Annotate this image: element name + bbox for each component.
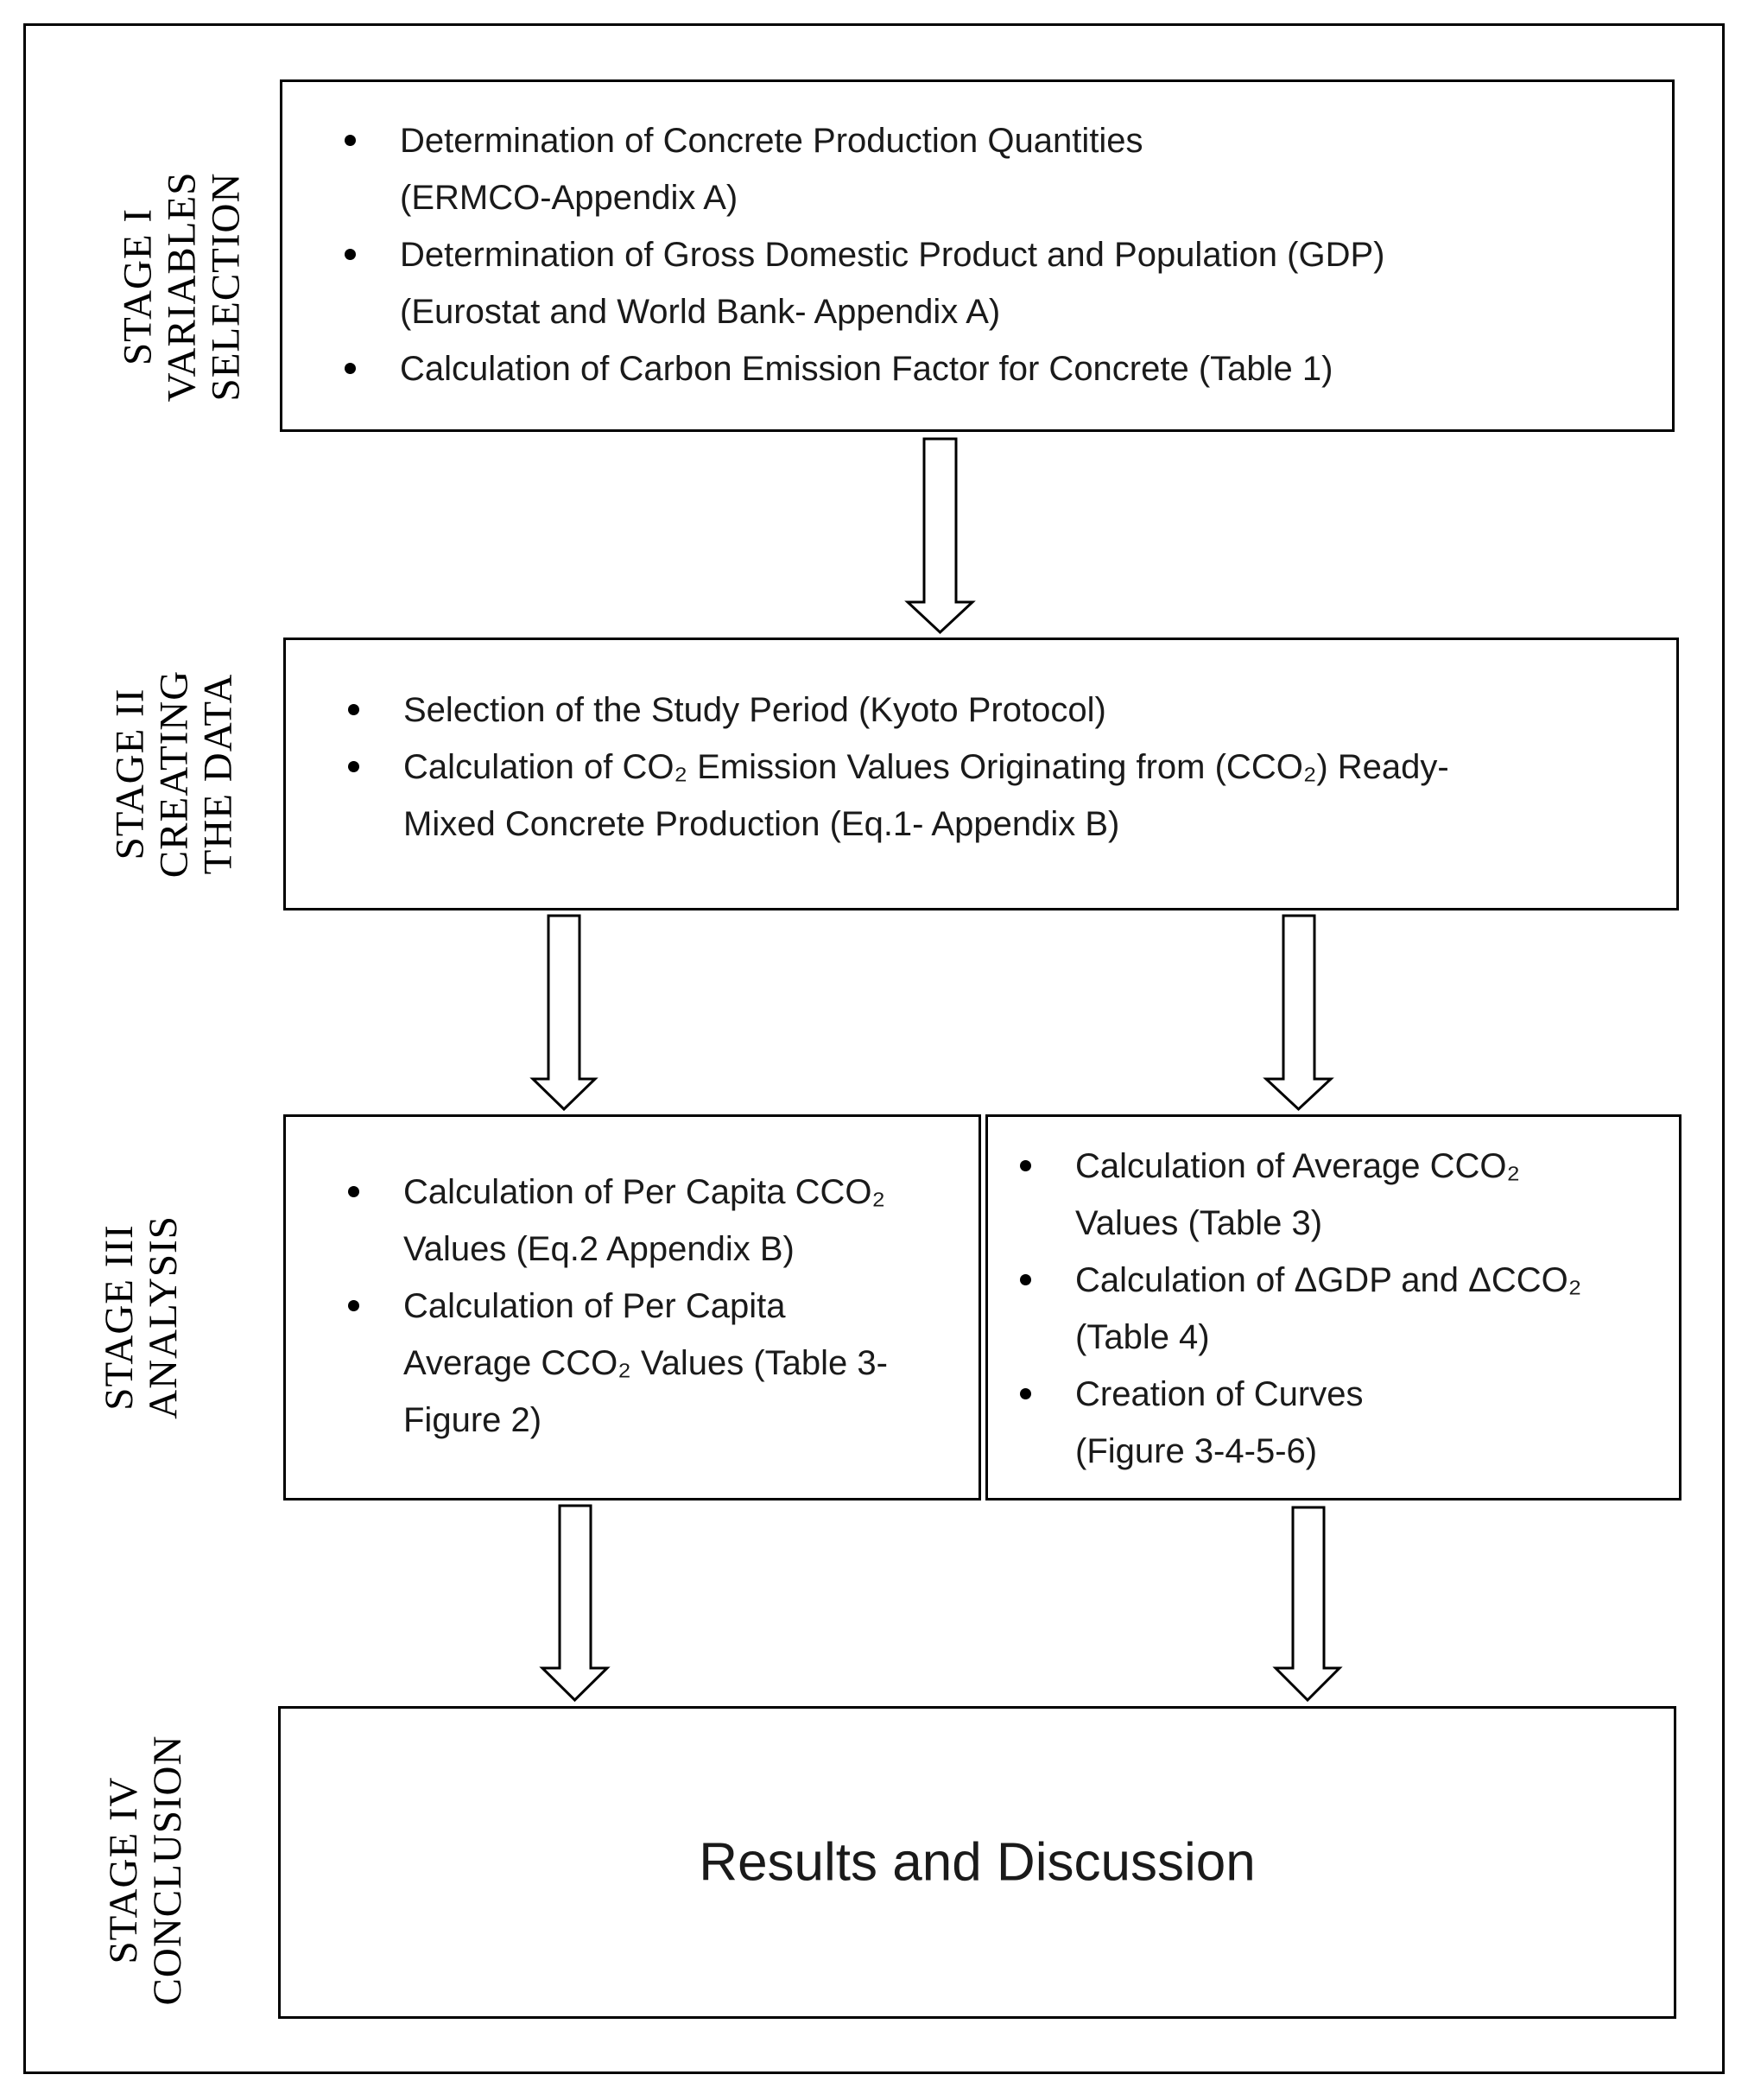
stage-2-item: Selection of the Study Period (Kyoto Pro… [346,682,1449,739]
stage-4-label-line: STAGE IV [101,1776,146,1964]
item-text: Determination of Gross Domestic Product … [400,236,1385,274]
stage-1-label-line: STAGE I [115,207,161,366]
stage-2-label-line: STAGE II [107,688,153,860]
stage-3-right-box: Calculation of Average CCO₂ Values (Tabl… [985,1114,1682,1500]
stage-3-label-line: ANALYSIS [141,1215,186,1419]
item-text: Values (Eq.2 Appendix B) [403,1230,795,1268]
stage-2-item: Calculation of CO₂ Emission Values Origi… [346,739,1449,853]
item-text: (Figure 3-4-5-6) [1075,1432,1318,1470]
item-text: Mixed Concrete Production (Eq.1- Appendi… [403,805,1120,843]
item-text: Calculation of Per Capita [403,1287,786,1325]
stage-1-label-line: SELECTION [203,172,249,402]
stage-1-item: Determination of Concrete Production Qua… [343,112,1385,226]
arrow-down-icon [904,437,976,635]
stage-1-list: Determination of Concrete Production Qua… [343,112,1385,397]
stage-3-item: Calculation of ΔGDP and ΔCCO₂ (Table 4) [1018,1252,1581,1366]
stage-1-label-line: VARIABLES [159,171,205,403]
stage-4-box: Results and Discussion [278,1706,1676,2019]
stage-4-label-line: CONCLUSION [145,1735,190,2006]
stage-3-item: Calculation of Per Capita Average CCO₂ V… [346,1278,888,1449]
item-text: Calculation of ΔGDP and ΔCCO₂ [1075,1261,1582,1299]
item-text: (ERMCO-Appendix A) [400,179,738,217]
stage-3-item: Creation of Curves (Figure 3-4-5-6) [1018,1366,1581,1480]
stage-3-item: Calculation of Per Capita CCO₂ Values (E… [346,1164,888,1278]
stage-2-list: Selection of the Study Period (Kyoto Pro… [346,682,1449,853]
stage-2-label-line: THE DATA [195,673,241,875]
item-text: (Eurostat and World Bank- Appendix A) [400,293,1001,331]
arrow-down-icon [1272,1506,1343,1703]
stage-2-box: Selection of the Study Period (Kyoto Pro… [283,638,1679,910]
item-text: Average CCO₂ Values (Table 3- [403,1344,888,1382]
results-and-discussion-text: Results and Discussion [699,1832,1256,1893]
item-text: Calculation of Carbon Emission Factor fo… [400,350,1333,388]
stage-3-item: Calculation of Average CCO₂ Values (Tabl… [1018,1138,1581,1252]
stage-1-item: Determination of Gross Domestic Product … [343,226,1385,340]
item-text: Calculation of CO₂ Emission Values Origi… [403,748,1449,786]
stage-3-right-list: Calculation of Average CCO₂ Values (Tabl… [1018,1138,1581,1480]
arrow-down-icon [539,1504,611,1703]
item-text: Calculation of Average CCO₂ [1075,1147,1521,1185]
arrow-down-icon [1263,914,1334,1112]
item-text: Determination of Concrete Production Qua… [400,122,1143,160]
item-text: Creation of Curves [1075,1375,1364,1413]
stage-1-item: Calculation of Carbon Emission Factor fo… [343,340,1385,397]
stage-1-box: Determination of Concrete Production Qua… [280,79,1675,432]
arrow-down-icon [529,914,598,1112]
stage-2-label-line: CREATING [151,669,197,879]
stage-3-left-box: Calculation of Per Capita CCO₂ Values (E… [283,1114,981,1500]
stage-3-left-list: Calculation of Per Capita CCO₂ Values (E… [346,1164,888,1449]
item-text: (Table 4) [1075,1318,1210,1356]
item-text: Selection of the Study Period (Kyoto Pro… [403,691,1106,729]
stage-3-label-line: STAGE III [97,1224,142,1411]
item-text: Figure 2) [403,1401,542,1439]
item-text: Values (Table 3) [1075,1204,1323,1242]
item-text: Calculation of Per Capita CCO₂ [403,1173,885,1211]
diagram-frame [23,23,1725,2074]
